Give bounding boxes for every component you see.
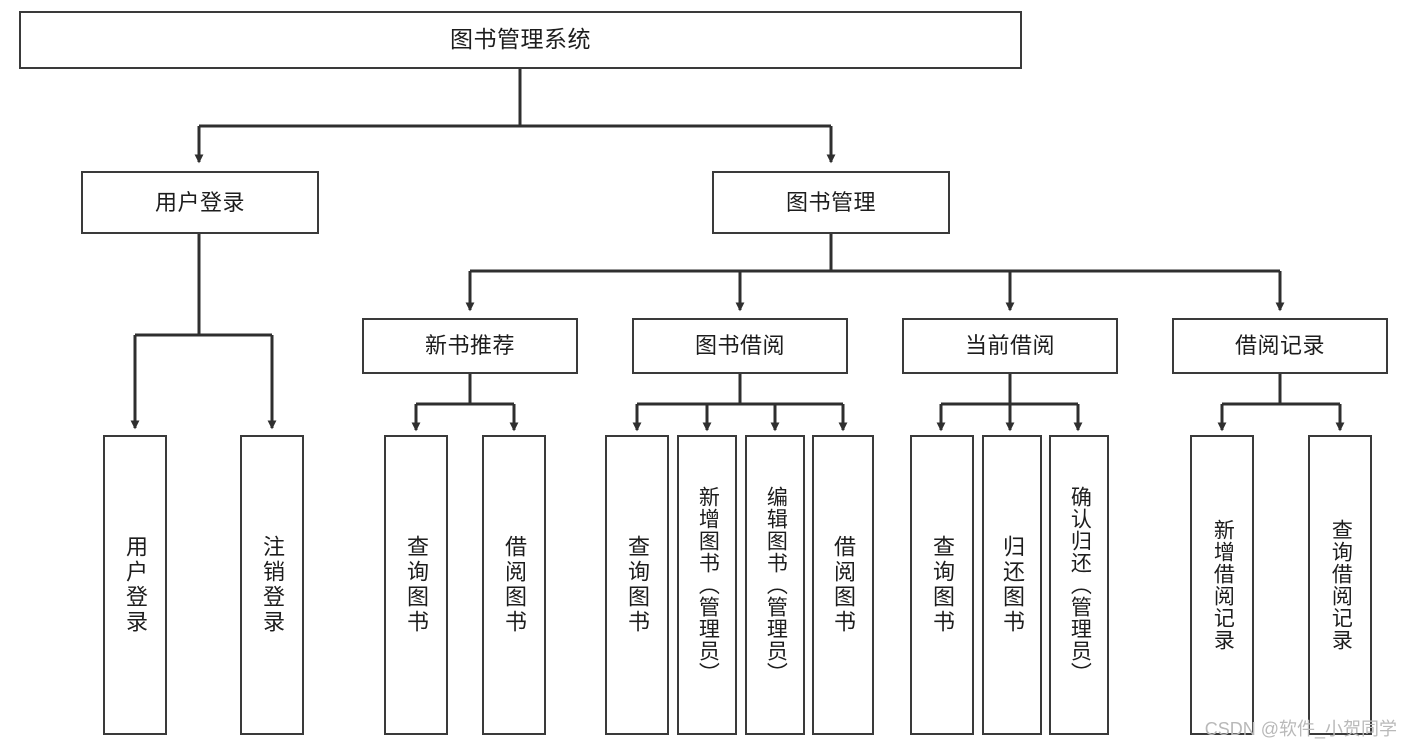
node-leaf-query-book-current[interactable]: 查询图书 xyxy=(910,435,974,735)
node-borrowing-records[interactable]: 借阅记录 xyxy=(1172,318,1388,374)
node-label: 借阅记录 xyxy=(1234,333,1325,359)
node-leaf-query-book-recommend[interactable]: 查询图书 xyxy=(384,435,448,735)
node-new-book-recommendation[interactable]: 新书推荐 xyxy=(362,318,578,374)
node-label: 图书管理 xyxy=(785,189,876,215)
node-label: 新增借阅记录 xyxy=(1211,519,1235,651)
node-current-borrowing[interactable]: 当前借阅 xyxy=(902,318,1118,374)
node-label: 查询图书 xyxy=(929,535,955,635)
connector-root-to-level1 xyxy=(194,69,836,164)
node-label: 借阅图书 xyxy=(830,535,856,635)
node-leaf-add-book-admin[interactable]: 新增图书（管理员） xyxy=(677,435,737,735)
node-book-borrowing[interactable]: 图书借阅 xyxy=(632,318,848,374)
node-leaf-add-borrow-record[interactable]: 新增借阅记录 xyxy=(1190,435,1254,735)
node-leaf-query-borrow-record[interactable]: 查询借阅记录 xyxy=(1308,435,1372,735)
connector-currentborrow-to-leaves xyxy=(936,374,1083,432)
node-label: 确认归还（管理员） xyxy=(1068,486,1092,684)
node-root-book-management-system[interactable]: 图书管理系统 xyxy=(19,11,1022,69)
node-user-login[interactable]: 用户登录 xyxy=(81,171,319,234)
node-label: 查询借阅记录 xyxy=(1329,519,1353,651)
node-leaf-edit-book-admin[interactable]: 编辑图书（管理员） xyxy=(745,435,805,735)
node-leaf-confirm-return-admin[interactable]: 确认归还（管理员） xyxy=(1049,435,1109,735)
connector-userlogin-to-leaves xyxy=(130,234,277,430)
node-leaf-query-book-borrow[interactable]: 查询图书 xyxy=(605,435,669,735)
connector-bookmgmt-to-level2 xyxy=(465,234,1285,312)
node-label: 查询图书 xyxy=(403,535,429,635)
node-label: 用户登录 xyxy=(154,189,245,215)
node-label: 编辑图书（管理员） xyxy=(764,486,788,684)
node-label: 图书管理系统 xyxy=(450,26,591,53)
node-label: 归还图书 xyxy=(999,535,1025,635)
connector-newbook-to-leaves xyxy=(411,374,519,432)
connector-bookborrow-to-leaves xyxy=(632,374,848,432)
node-book-management[interactable]: 图书管理 xyxy=(712,171,950,234)
node-leaf-borrow-book[interactable]: 借阅图书 xyxy=(812,435,874,735)
node-label: 借阅图书 xyxy=(501,535,527,635)
node-label: 新增图书（管理员） xyxy=(696,486,720,684)
node-label: 当前借阅 xyxy=(964,333,1055,359)
node-leaf-user-login[interactable]: 用户登录 xyxy=(103,435,167,735)
node-label: 新书推荐 xyxy=(424,333,515,359)
node-leaf-return-book[interactable]: 归还图书 xyxy=(982,435,1042,735)
node-leaf-borrow-book-recommend[interactable]: 借阅图书 xyxy=(482,435,546,735)
node-label: 用户登录 xyxy=(122,535,148,635)
node-label: 查询图书 xyxy=(624,535,650,635)
node-leaf-logout[interactable]: 注销登录 xyxy=(240,435,304,735)
connector-borrowrecord-to-leaves xyxy=(1217,374,1345,432)
node-label: 图书借阅 xyxy=(694,333,785,359)
node-label: 注销登录 xyxy=(259,535,285,635)
